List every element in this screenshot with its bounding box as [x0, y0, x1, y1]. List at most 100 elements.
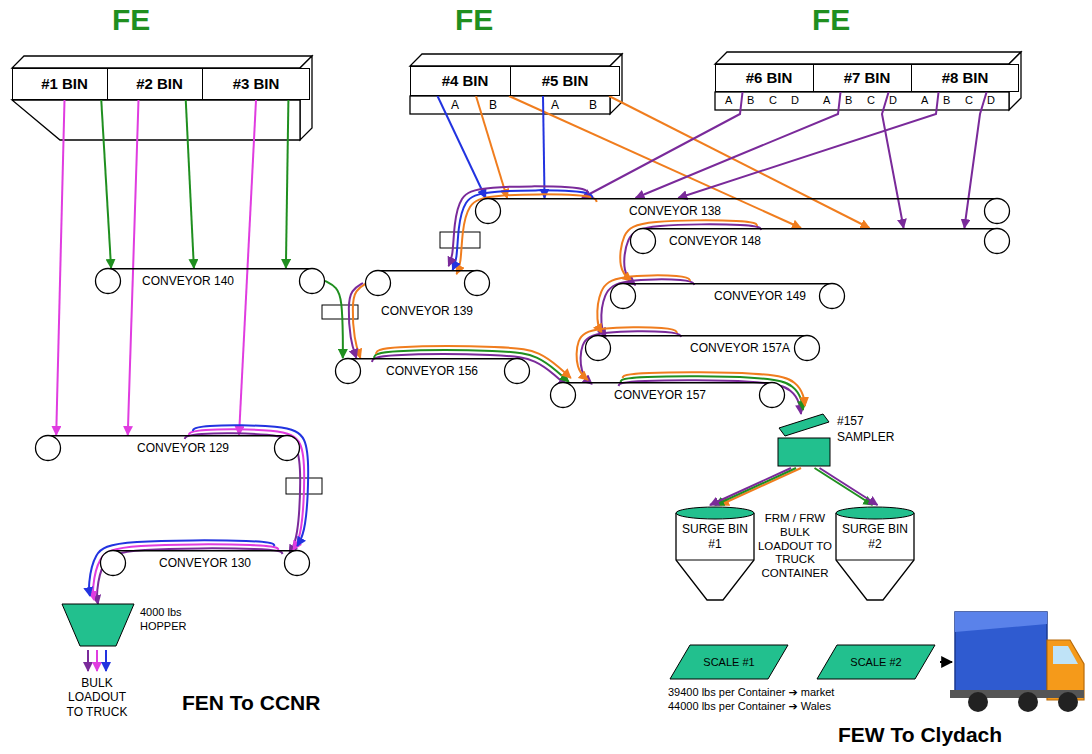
flow-line: [620, 220, 757, 281]
storage-bin-label: #5 BIN: [511, 72, 619, 90]
gate-letter: B: [589, 98, 597, 112]
conveyor-belt-label: CONVEYOR 148: [669, 234, 761, 248]
conveyor-belt-outline: [475, 198, 1010, 225]
diverter-box: [440, 232, 480, 248]
conveyor-belt: CONVEYOR 156: [335, 358, 530, 385]
gate-letter: D: [791, 94, 799, 107]
sampler-lid: [779, 414, 829, 436]
conveyor-flow: [186, 100, 194, 268]
gate-letter: B: [489, 98, 497, 112]
storage-bin-label: #7 BIN: [814, 69, 920, 87]
gate-letter: B: [747, 94, 754, 107]
scale-plate: [817, 645, 935, 679]
belt-line: [48, 435, 287, 436]
conveyor-belt-label: CONVEYOR 140: [142, 274, 234, 288]
gate-letter: A: [551, 98, 559, 112]
conveyor-belt-label: CONVEYOR 130: [159, 556, 251, 570]
gate-letter: D: [889, 94, 897, 107]
conveyor-flow: [678, 92, 938, 198]
flow-line: [964, 92, 986, 228]
conveyor-flow: [710, 468, 801, 505]
conveyor-flow: [815, 468, 878, 505]
flow-line: [636, 92, 841, 198]
storage-bin-label: #1 BIN: [13, 75, 116, 93]
conveyor-belt: CONVEYOR 140: [95, 268, 325, 295]
gate-letter: B: [943, 94, 950, 107]
gate-band: [410, 96, 610, 114]
conveyor-belt: CONVEYOR 148: [630, 228, 1010, 255]
conveyor-belt-label: CONVEYOR 139: [381, 304, 473, 318]
pulley: [985, 199, 1010, 224]
area-code: FE: [112, 2, 150, 38]
conveyor-belt: CONVEYOR 130: [100, 550, 310, 577]
flow-line: [101, 100, 111, 268]
pulley: [760, 383, 785, 408]
surge-bin: SURGE BIN #2: [835, 505, 915, 605]
storage-bin-label: #6 BIN: [716, 69, 822, 87]
belt-line: [113, 550, 297, 551]
flow-arrow: [105, 650, 107, 671]
gate-letter: D: [987, 94, 995, 107]
gate-letter: A: [823, 94, 830, 107]
flow-line: [376, 346, 571, 378]
bin-housing: [12, 52, 1021, 140]
flow-arrow: [87, 650, 89, 671]
belt-line: [623, 283, 832, 284]
flow-line: [476, 96, 507, 198]
truck-wheel: [1018, 692, 1038, 712]
storage-bin-label: #4 BIN: [411, 72, 519, 90]
conveyor-flow: [964, 92, 986, 228]
conveyor-belt: CONVEYOR 129: [35, 435, 300, 462]
surge-bin-label: SURGE BIN #2: [838, 522, 912, 552]
conveyor-belt: CONVEYOR 138: [475, 198, 1010, 225]
scale-plate: [670, 645, 788, 679]
conveyor-flow: [128, 100, 139, 435]
pulley: [300, 269, 325, 294]
storage-bin-label: #3 BIN: [203, 75, 309, 93]
conveyor-belt: CONVEYOR 139: [365, 270, 490, 320]
gate-letter: A: [921, 94, 928, 107]
storage-bin: #1 BIN: [12, 68, 117, 100]
storage-bin-label: #8 BIN: [912, 69, 1018, 87]
surge-bin-outline: [835, 505, 915, 605]
route-title: FEW To Clydach: [838, 722, 1002, 747]
loadout-note: FRM / FRW BULK LOADOUT TO TRUCK CONTAINE…: [757, 512, 833, 581]
diverter-boxes: [286, 232, 480, 494]
pulley: [586, 336, 611, 361]
flow-line: [715, 468, 796, 505]
flow-line: [509, 96, 801, 228]
sampler-label: #157 SAMPLER: [837, 414, 909, 445]
pulley: [96, 269, 121, 294]
truck-window: [1053, 646, 1078, 664]
flow-line: [239, 100, 256, 435]
container-note: 44000 lbs per Container ➔ Wales: [668, 700, 831, 713]
gate-letter: C: [867, 94, 875, 107]
truck-scale: SCALE #1: [668, 643, 790, 681]
area-code: FE: [812, 2, 850, 38]
flow-line: [186, 100, 194, 268]
flow-line: [286, 100, 289, 268]
flow-line: [128, 100, 139, 435]
flow-arrow: [940, 661, 952, 663]
surge-bin: SURGE BIN #1: [675, 505, 755, 605]
gate-letter: B: [845, 94, 852, 107]
storage-bin: #3 BIN: [202, 68, 310, 100]
truck-wheel: [968, 692, 988, 712]
flow-line: [93, 544, 278, 600]
storage-bin: #4 BIN: [410, 66, 520, 96]
conveyor-belt: CONVEYOR 157: [550, 382, 785, 409]
conveyor-flow: [56, 100, 64, 435]
pulley: [285, 551, 310, 576]
conveyor-flow: [476, 96, 507, 198]
pulley: [505, 359, 530, 384]
conveyor-flow: [509, 96, 801, 228]
conveyor-flow: [89, 540, 282, 604]
conveyor-belt-label: CONVEYOR 157A: [690, 341, 790, 355]
flow-line: [678, 92, 938, 198]
pulley: [551, 383, 576, 408]
conveyor-flow: [286, 100, 289, 268]
pulley: [795, 336, 820, 361]
belt-line: [348, 358, 517, 359]
conveyor-flow: [582, 92, 743, 198]
bin-seam: [836, 560, 914, 561]
